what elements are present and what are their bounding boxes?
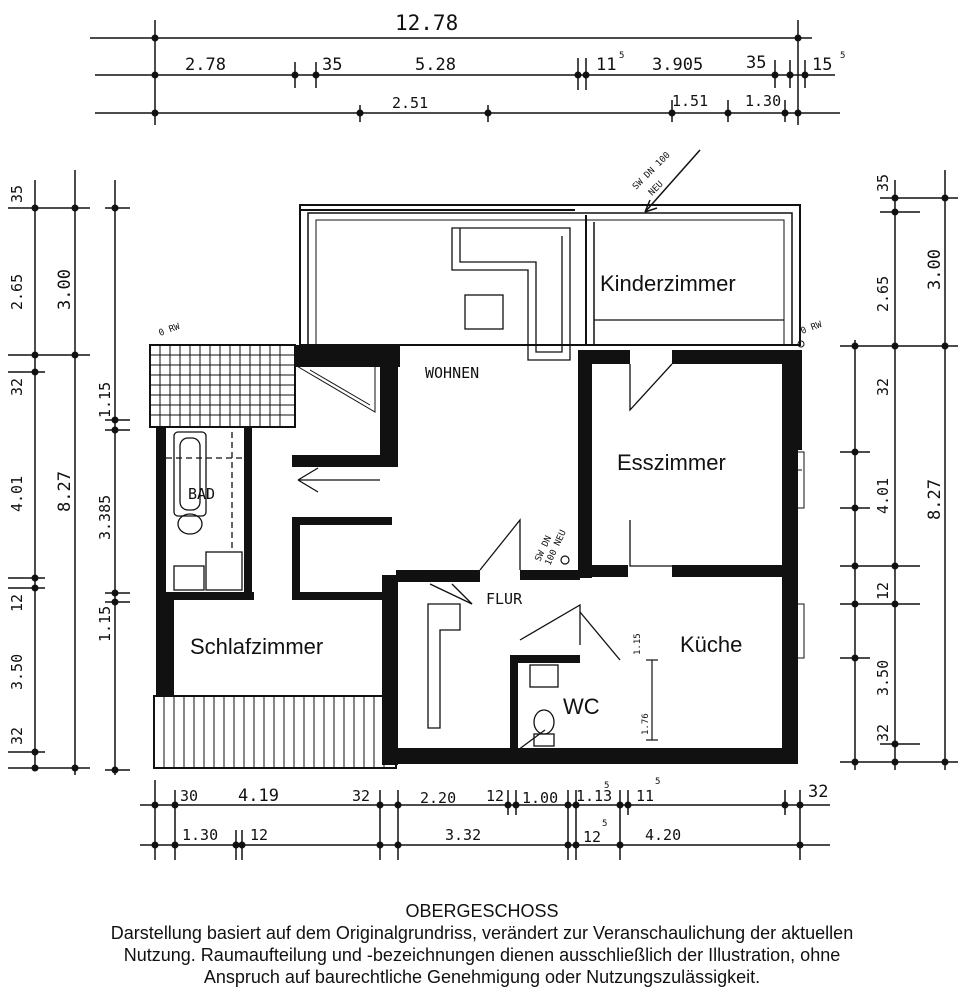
left-dimension-lines — [8, 170, 130, 775]
dim-left-inner-b: 3.385 — [96, 495, 114, 540]
dim-bottom-r2-c: 3.32 — [445, 826, 481, 844]
room-label-kueche: Küche — [680, 632, 742, 657]
floor-plan: 12.78 2.78 35 5.28 11 5 3.905 35 15 5 2.… — [8, 11, 958, 860]
dim-bottom-r2-b: 12 — [250, 826, 268, 844]
dim-bottom-r1-b: 4.19 — [238, 786, 279, 806]
kueche-dim — [646, 659, 658, 741]
dim-bottom-r1-h-sup: 5 — [655, 777, 660, 787]
dim-right-c: 3.00 — [925, 249, 945, 290]
room-label-schlafzimmer: Schlafzimmer — [190, 634, 323, 659]
rw-right: 0 RW — [800, 320, 824, 337]
dim-top-r3-a: 2.51 — [392, 94, 428, 112]
dim-bottom-r1-d: 2.20 — [420, 789, 456, 807]
dim-right-g: 12 — [874, 582, 892, 600]
dim-right-d: 32 — [874, 378, 892, 396]
dim-top-r3-b: 1.51 — [672, 92, 708, 110]
dim-left-d: 32 — [8, 378, 26, 396]
dim-bottom-r1-i: 32 — [808, 782, 828, 802]
caption-line-2: Nutzung. Raumaufteilung und -bezeichnung… — [123, 945, 841, 965]
sw-top-2: NEU — [647, 180, 666, 199]
dim-bottom-r1-h: 11 — [636, 787, 654, 805]
right-dimension-ticks — [851, 194, 949, 766]
dim-left-e: 4.01 — [8, 476, 26, 512]
dim-top-r3-c: 1.30 — [745, 92, 781, 110]
dim-top-r2-e: 3.905 — [652, 55, 703, 75]
thick-walls — [156, 345, 802, 765]
dim-bottom-r1-g-sup: 5 — [604, 781, 609, 791]
room-label-wohnen: WOHNEN — [425, 364, 479, 382]
dim-right-a: 35 — [874, 174, 892, 192]
door-swings — [297, 363, 673, 751]
room-label-bad: BAD — [188, 485, 215, 503]
dim-top-r2-d: 11 — [596, 55, 616, 75]
dim-left-h: 3.50 — [8, 654, 26, 690]
room-label-flur: FLUR — [486, 590, 523, 608]
rainwater-downpipe-icon — [797, 340, 805, 348]
dim-bottom-r2-d: 12 — [583, 828, 601, 846]
dim-bottom-r2-a: 1.30 — [182, 826, 218, 844]
room-label-wc: WC — [563, 694, 600, 719]
dim-right-e: 4.01 — [874, 478, 892, 514]
caption-line-3: Anspruch auf baurechtliche Genehmigung o… — [203, 967, 761, 987]
bathroom-fixtures — [166, 431, 244, 591]
dim-top-total: 12.78 — [395, 11, 458, 35]
room-label-kinderzimmer: Kinderzimmer — [600, 271, 736, 296]
dim-bottom-r1-a: 30 — [180, 787, 198, 805]
room-label-esszimmer: Esszimmer — [617, 450, 726, 475]
thin-upper-walls — [299, 204, 801, 346]
dim-left-inner-a: 1.15 — [96, 382, 114, 418]
dim-top-r2-c: 5.28 — [415, 55, 456, 75]
dim-top-r2-a: 2.78 — [185, 55, 226, 75]
dim-right-h: 3.50 — [874, 660, 892, 696]
sewer-pipe-icon — [560, 555, 570, 565]
wc-fixtures — [529, 664, 559, 747]
dim-top-r2-g: 15 — [812, 55, 832, 75]
dim-top-r2-d-sup: 5 — [619, 51, 624, 61]
dim-left-b: 2.65 — [8, 274, 26, 310]
dim-left-f: 8.27 — [55, 471, 75, 512]
caption-title: OBERGESCHOSS — [405, 901, 559, 921]
windows — [795, 451, 805, 659]
top-dimension-ticks — [151, 34, 809, 117]
dim-right-b: 2.65 — [874, 276, 892, 312]
dim-left-inner-c: 1.15 — [96, 606, 114, 642]
dim-bottom-r1-e: 12 — [486, 787, 504, 805]
dim-left-a: 35 — [8, 185, 26, 203]
dim-kueche-h: 1.76 — [641, 713, 651, 735]
caption-line-1: Darstellung basiert auf dem Originalgrun… — [110, 923, 854, 943]
flur-stairs — [427, 583, 473, 729]
lower-left-balcony — [153, 695, 397, 769]
dim-bottom-r1-g: 1.13 — [576, 787, 612, 805]
dim-bottom-r1-f: 1.00 — [522, 789, 558, 807]
bottom-dimension-ticks — [151, 801, 804, 849]
dim-kueche-s: 1.15 — [633, 633, 643, 655]
left-dimension-ticks — [31, 204, 119, 774]
dim-top-r2-f: 35 — [746, 53, 766, 73]
dim-top-r2-b: 35 — [322, 55, 342, 75]
dim-left-i: 32 — [8, 727, 26, 745]
wohnen-details — [451, 227, 784, 361]
sewer-arrow-top — [644, 149, 701, 213]
dim-left-c: 3.00 — [55, 269, 75, 310]
dim-bottom-r2-d-sup: 5 — [602, 819, 607, 829]
dim-bottom-r1-c: 32 — [352, 787, 370, 805]
dim-right-f: 8.27 — [925, 479, 945, 520]
dim-right-i: 32 — [874, 724, 892, 742]
dim-left-g: 12 — [8, 594, 26, 612]
rw-left: 0 RW — [158, 322, 182, 339]
dim-top-r2-g-sup: 5 — [840, 51, 845, 61]
caption: OBERGESCHOSS Darstellung basiert auf dem… — [0, 900, 964, 988]
dim-bottom-r2-e: 4.20 — [645, 826, 681, 844]
upper-left-stairs — [149, 344, 376, 428]
